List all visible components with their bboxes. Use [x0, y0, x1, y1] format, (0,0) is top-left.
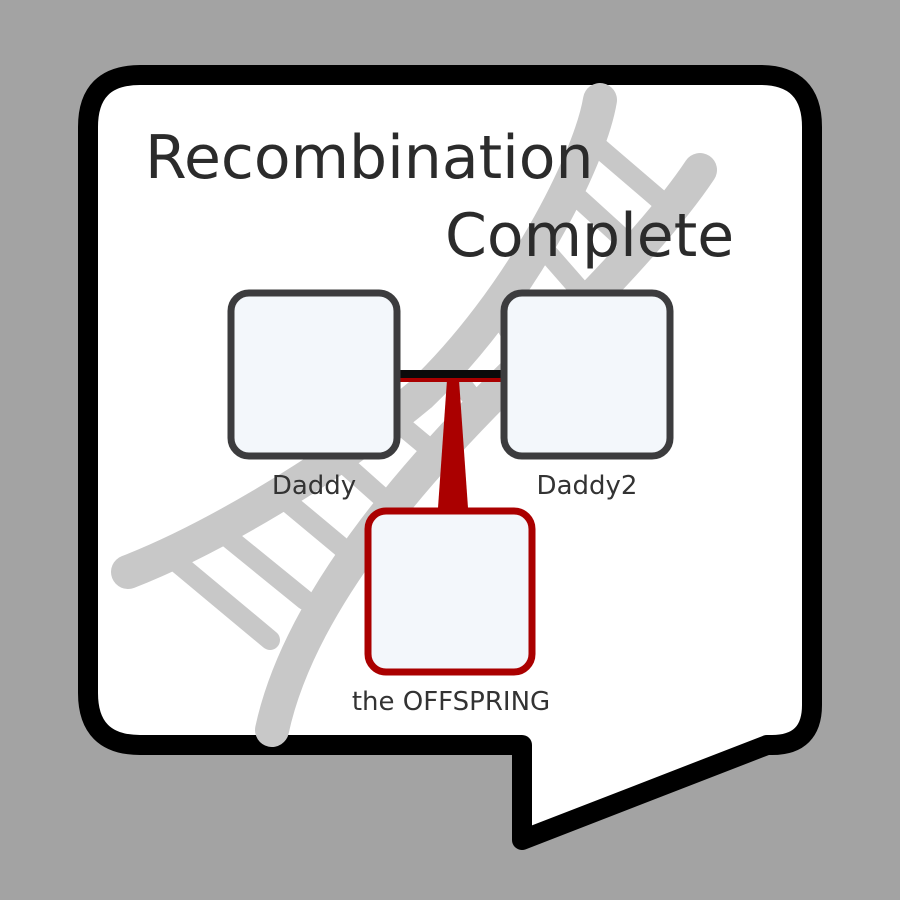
offspring-label: the OFFSPRING [352, 687, 550, 717]
title-line-1: Recombination [145, 123, 594, 193]
parent-label-daddy: Daddy [272, 471, 356, 501]
title-line-2: Complete [445, 201, 734, 271]
parent-box-daddy[interactable] [227, 289, 401, 460]
parent-box-daddy2[interactable] [500, 289, 674, 460]
parent-label-daddy2: Daddy2 [537, 471, 638, 501]
offspring-box[interactable] [364, 507, 536, 676]
descent-line [437, 380, 469, 522]
